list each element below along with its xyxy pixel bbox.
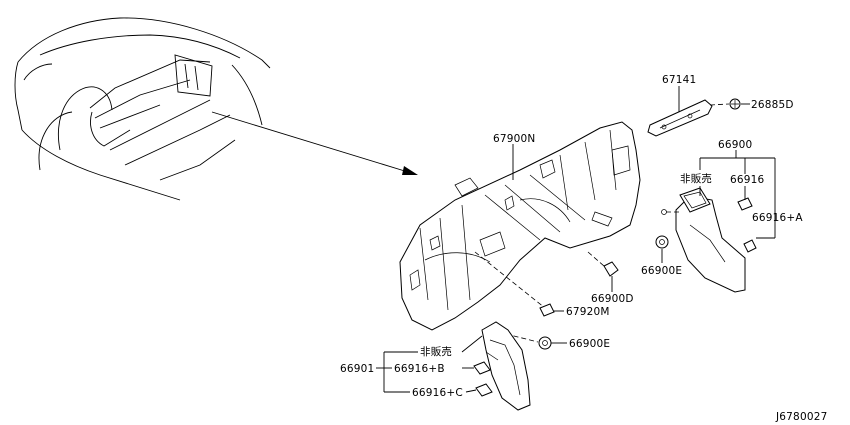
diagram-code: J6780027: [775, 411, 827, 423]
part-label-66901: 66901: [340, 363, 374, 375]
part-label-26885d: 26885D: [751, 99, 794, 111]
grommet-66900e-bottom-part: [538, 336, 552, 350]
leader-26885d-dash: [709, 103, 730, 106]
clip-66916b-part: [473, 361, 491, 375]
pad-67920m-part: [539, 303, 555, 317]
part-label-66916c: 66916+C: [412, 387, 463, 399]
pointer-arrow: [211, 111, 418, 175]
part-label-66900d: 66900D: [591, 293, 634, 305]
leader-67920m-dash: [474, 251, 546, 309]
screw-icon: [661, 209, 667, 215]
leader-66900d-dash: [587, 251, 605, 267]
dash-insulator-part: [399, 121, 641, 331]
part-label-67900n: 67900N: [493, 133, 535, 145]
leader-66901-bracket: [376, 335, 483, 393]
lower-finisher-66901-part: [481, 321, 531, 411]
part-label-66916b: 66916+B: [394, 363, 445, 375]
bracket-67141-part: [647, 99, 713, 137]
clip-66916a-part: [743, 239, 757, 253]
leader-66900-bracket: [699, 150, 776, 239]
part-label-66900: 66900: [718, 139, 752, 151]
clip-26885d-part: [729, 98, 741, 110]
clip-66916c-part: [475, 383, 493, 397]
part-label-67141: 67141: [662, 74, 696, 86]
dash-side-finisher-66900-part: [675, 187, 746, 293]
leader-66900e-bottom-dash: [497, 331, 539, 343]
part-label-67920m: 67920M: [566, 306, 610, 318]
not-for-sale-label-bottom: 非販売: [420, 345, 452, 358]
part-label-66916: 66916: [730, 174, 765, 186]
part-label-66900e-bottom: 66900E: [569, 338, 610, 350]
not-for-sale-label-right: 非販売: [680, 172, 712, 185]
part-label-66900e-right: 66900E: [641, 265, 682, 277]
clip-66900d-part: [603, 261, 619, 277]
grommet-66900e-right-part: [655, 235, 669, 249]
car-overview-illustration: [14, 17, 271, 201]
part-label-66916a: 66916+A: [752, 212, 803, 224]
